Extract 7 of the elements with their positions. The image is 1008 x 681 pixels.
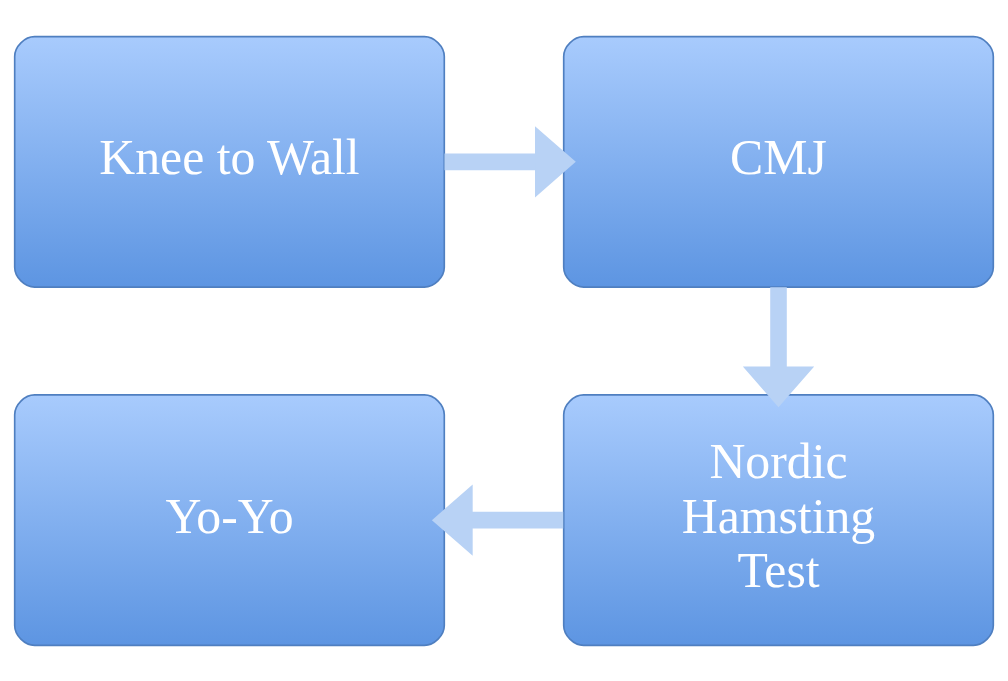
- node-box: CMJ: [562, 35, 995, 288]
- node-box: Nordic Hamsting Test: [562, 393, 995, 646]
- node-box: Knee to Wall: [13, 35, 446, 288]
- arrow: [742, 286, 815, 407]
- node-box: Yo-Yo: [13, 393, 446, 646]
- arrow: [431, 483, 564, 556]
- arrow: [444, 125, 576, 198]
